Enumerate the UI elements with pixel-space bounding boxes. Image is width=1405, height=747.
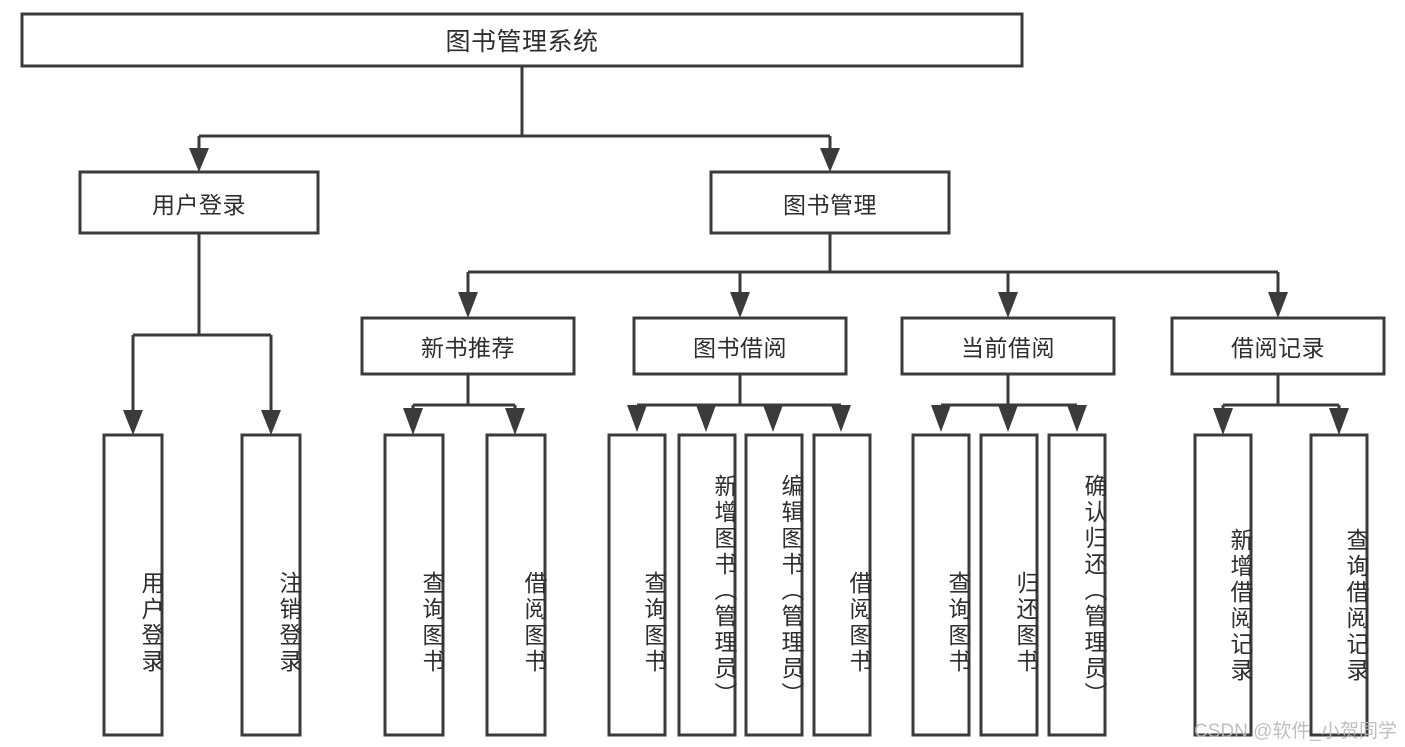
arrowhead-leaf-add-book (696, 405, 716, 432)
connector-group-borrow-record-to-leaves (1213, 374, 1349, 435)
node-box-current-borrow[interactable] (900, 316, 1116, 376)
node-box-leaf-user-logout[interactable] (240, 433, 302, 737)
arrowhead-leaf-add-record (1213, 408, 1233, 435)
connector-group-new-book-recommend-to-leaves (403, 374, 525, 435)
arrowhead-current-borrow (998, 292, 1018, 318)
arrowhead-new-book-recommend (458, 292, 478, 318)
node-box-leaf-query-book-1[interactable] (383, 433, 445, 737)
arrowhead-book-manage (820, 148, 840, 172)
arrowhead-leaf-borrow-book-2 (831, 405, 851, 432)
arrowhead-leaf-query-book-2 (627, 405, 647, 432)
node-box-leaf-query-record[interactable] (1309, 433, 1369, 737)
connector-group-current-borrow-to-leaves (931, 374, 1087, 432)
arrowhead-leaf-return-book (998, 405, 1018, 432)
node-box-borrow-record[interactable] (1170, 316, 1386, 376)
arrowhead-leaf-query-record (1329, 408, 1349, 435)
connector-group-book-borrow-to-leaves (627, 374, 851, 432)
arrowhead-user-login (189, 148, 209, 172)
node-box-leaf-borrow-book-1[interactable] (485, 433, 547, 737)
arrowhead-leaf-query-book-1 (403, 408, 423, 435)
node-box-leaf-return-book[interactable] (979, 433, 1039, 737)
connector-group-book-manage-to-level2 (458, 233, 1288, 318)
node-box-leaf-user-login[interactable] (102, 433, 164, 737)
node-box-leaf-add-book[interactable] (677, 433, 737, 737)
arrowhead-leaf-borrow-book-1 (505, 408, 525, 435)
node-box-new-book-recommend[interactable] (360, 316, 576, 376)
connector-group-user-login-to-leaves (123, 233, 281, 435)
node-box-root[interactable] (20, 12, 1024, 68)
node-box-book-borrow[interactable] (632, 316, 848, 376)
arrowhead-leaf-query-book-3 (931, 405, 951, 432)
arrowhead-book-borrow (730, 292, 750, 318)
node-box-leaf-add-record[interactable] (1193, 433, 1253, 737)
node-box-leaf-query-book-3[interactable] (911, 433, 971, 737)
arrowhead-leaf-confirm-return (1067, 405, 1087, 432)
node-box-leaf-query-book-2[interactable] (607, 433, 667, 737)
arrowhead-leaf-user-login (123, 410, 143, 435)
node-box-book-manage[interactable] (709, 170, 951, 235)
connector-group-root-to-level1 (189, 66, 840, 172)
arrowhead-leaf-user-logout (261, 410, 281, 435)
arrowhead-leaf-edit-book (763, 405, 783, 432)
node-box-leaf-confirm-return[interactable] (1047, 433, 1107, 737)
csdn-watermark: CSDN @软件_小贺同学 (1194, 721, 1397, 742)
node-box-leaf-borrow-book-2[interactable] (812, 433, 872, 737)
arrowhead-borrow-record (1268, 292, 1288, 318)
node-box-leaf-edit-book[interactable] (744, 433, 804, 737)
node-box-user-login[interactable] (78, 170, 320, 235)
